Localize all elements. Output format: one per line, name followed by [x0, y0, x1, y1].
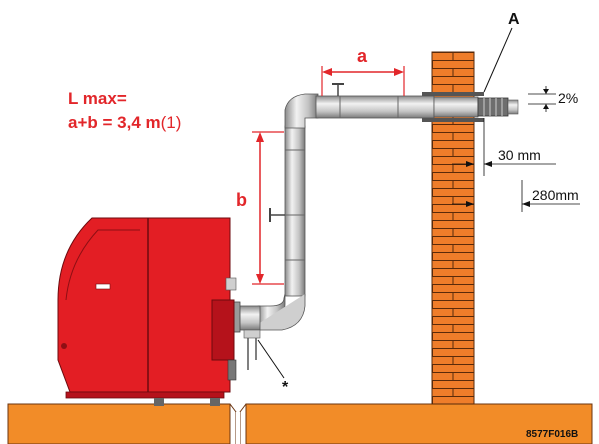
- leader-asterisk: [257, 339, 285, 379]
- dimension-b: [252, 131, 284, 285]
- vertical-flue-pipe: [269, 125, 306, 297]
- figure-code: 8577F016B: [526, 429, 578, 440]
- label-a: a: [357, 46, 368, 66]
- slope-indicator: [528, 86, 556, 112]
- formula-main: a+b = 3,4 m: [68, 113, 161, 132]
- label-b: b: [236, 190, 247, 210]
- wall-clamp-top: [422, 92, 484, 122]
- leader-A: [483, 27, 513, 93]
- flue-terminal: [433, 96, 519, 118]
- formula-line1: L max=: [68, 89, 127, 108]
- top-elbow: [284, 93, 319, 129]
- label-asterisk: *: [282, 379, 289, 396]
- dimension-30mm: [452, 118, 556, 176]
- boiler: [57, 217, 237, 406]
- label-slope: 2%: [558, 90, 578, 106]
- horizontal-flue-pipe: [315, 83, 435, 119]
- label-30mm: 30 mm: [498, 147, 541, 163]
- dimension-280mm: [452, 180, 580, 212]
- dimension-a: [321, 66, 405, 96]
- label-280mm: 280mm: [532, 187, 579, 203]
- bottom-elbow: [257, 293, 306, 331]
- formula-line2: a+b = 3,4 m(1): [68, 113, 181, 132]
- floor: [7, 403, 593, 444]
- label-A: A: [508, 11, 520, 28]
- formula-footnote: (1): [161, 113, 182, 132]
